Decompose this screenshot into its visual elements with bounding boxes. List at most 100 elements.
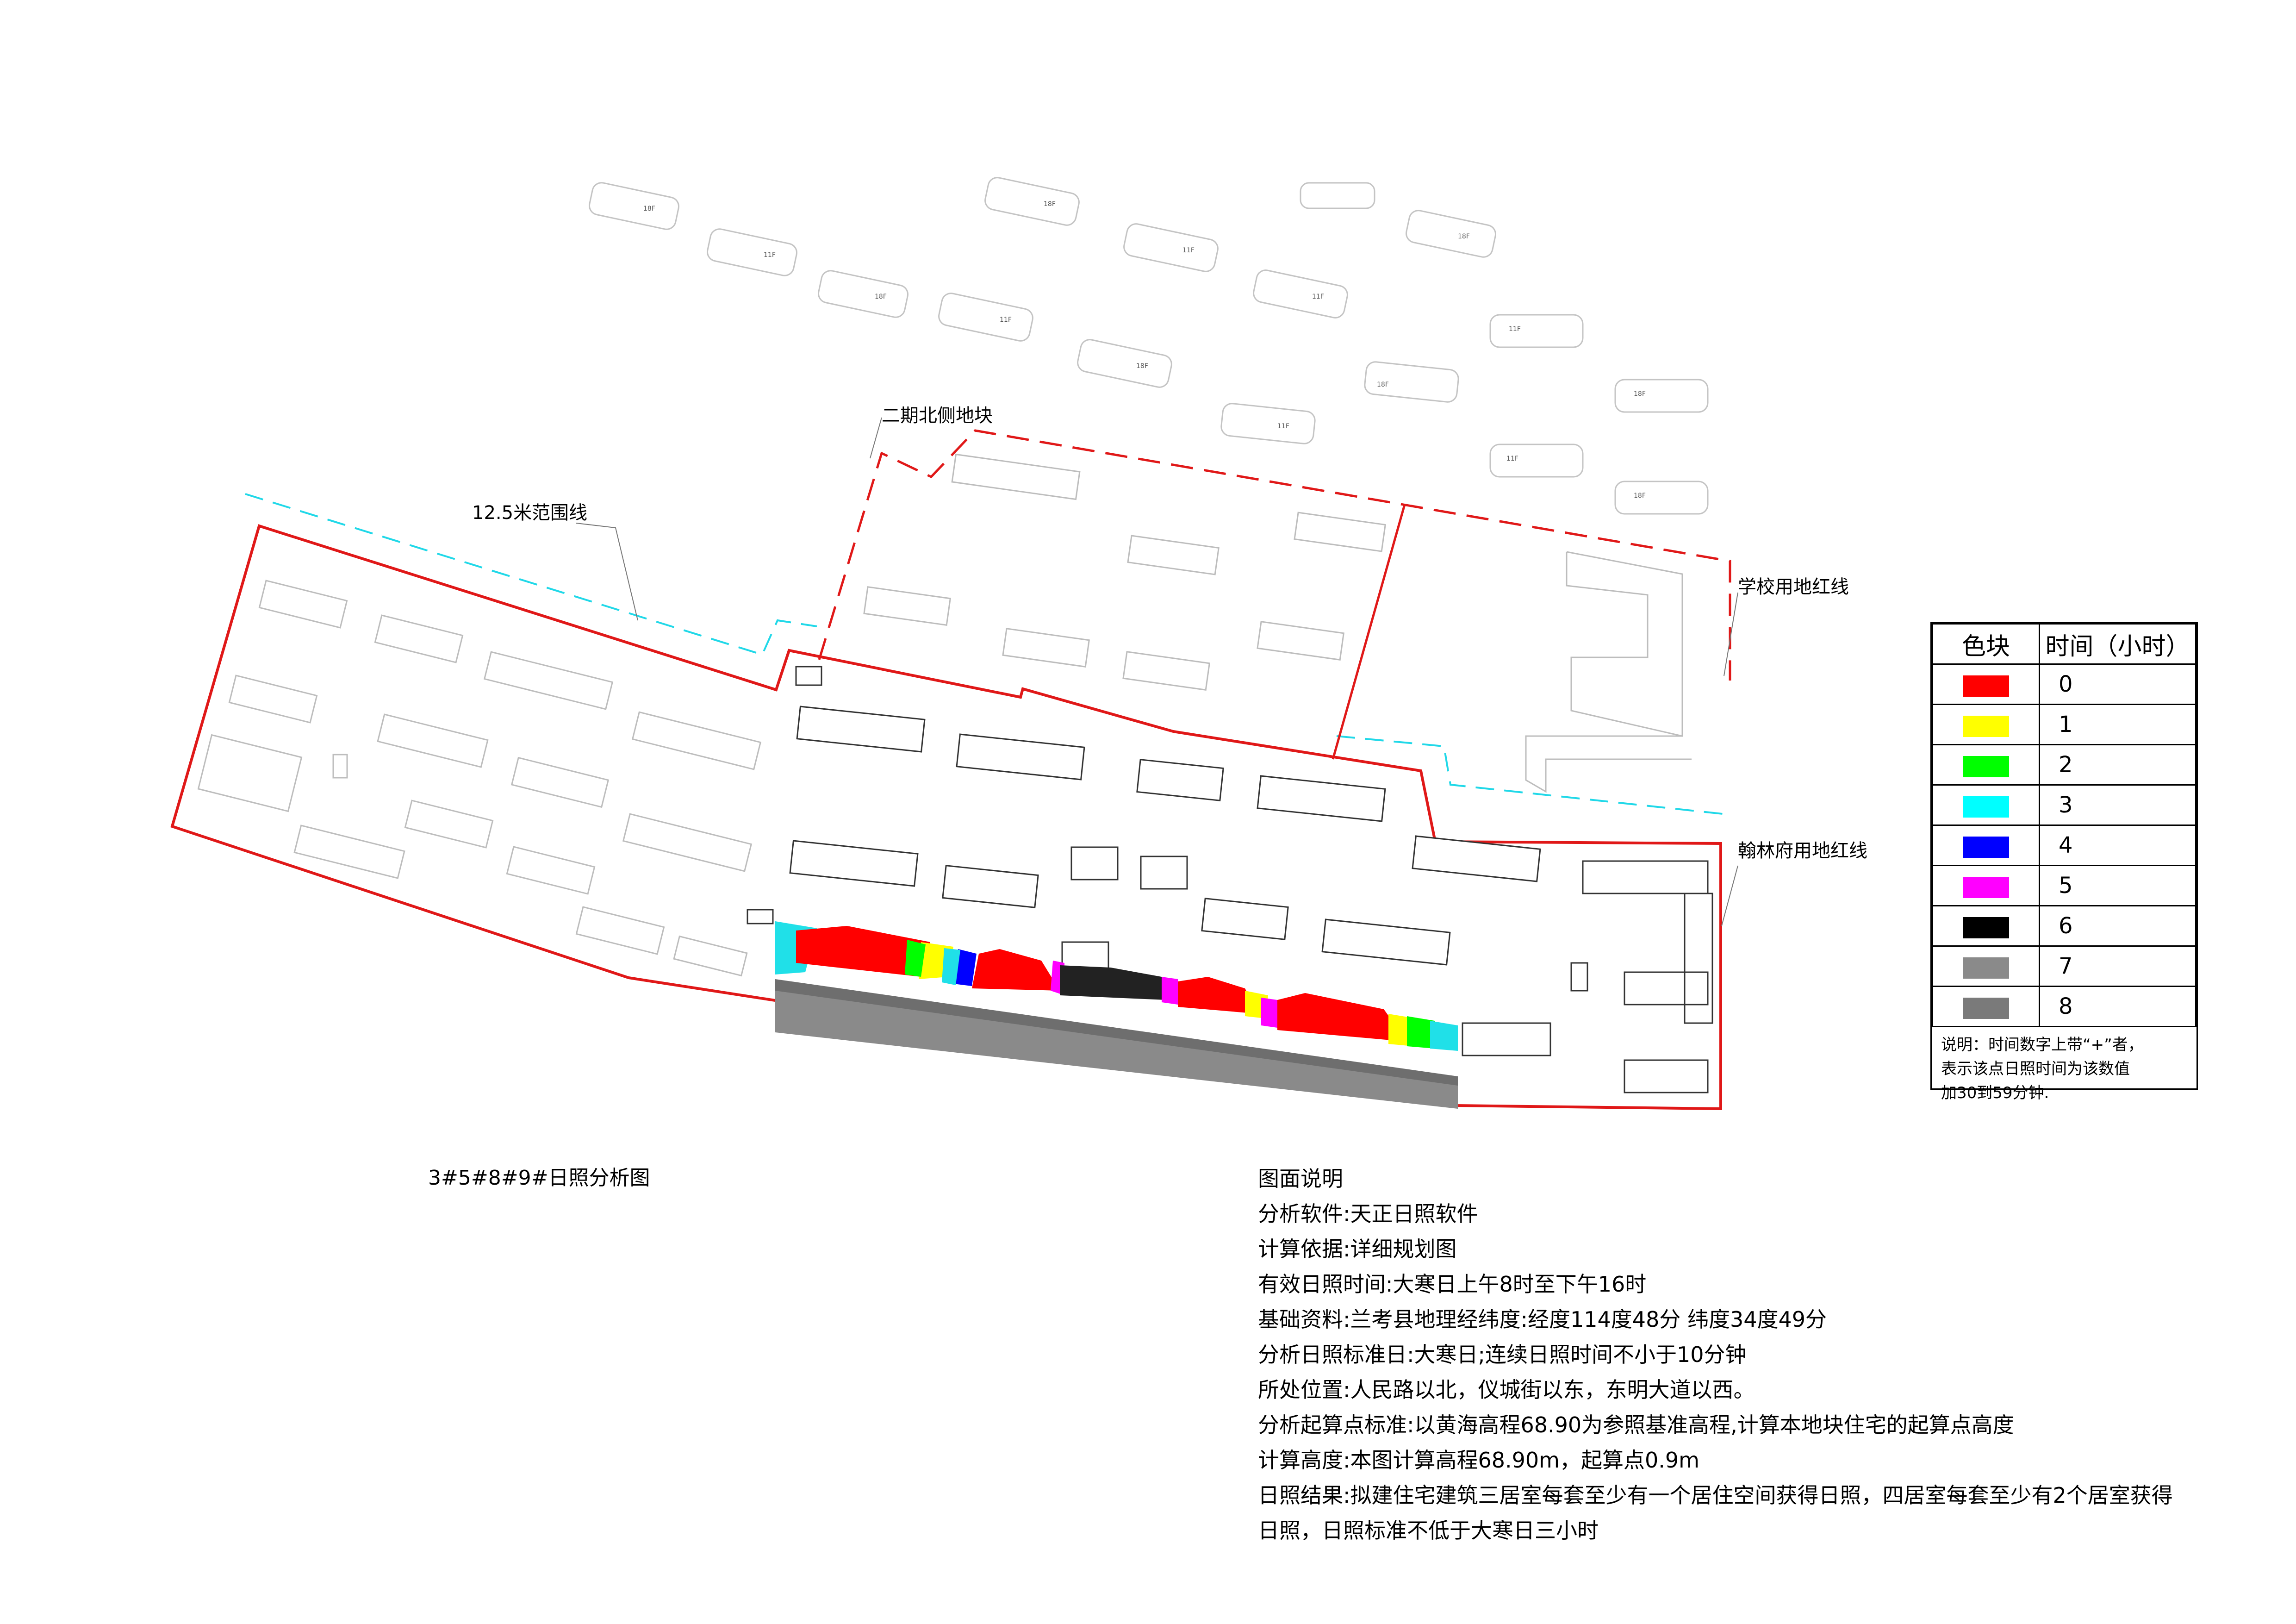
school-line-label: 学校用地红线 [1738, 576, 1849, 598]
legend-row: 2 [1932, 744, 2196, 786]
legend-header-color: 色块 [1932, 623, 2040, 665]
legend-row: 8 [1932, 986, 2196, 1027]
building-floor-tag: 11F [1509, 325, 1521, 333]
band-black-1 [1060, 965, 1166, 1000]
north-plot-boundary [818, 429, 1731, 681]
notes-line: 基础资料:兰考县地理经纬度:经度114度48分 纬度34度49分 [1258, 1307, 1827, 1332]
building-floor-tag: 11F [1182, 247, 1195, 254]
band-cyan-2 [942, 948, 960, 985]
legend-hours: 8 [2039, 986, 2196, 1027]
legend-swatch-cell [1932, 905, 2040, 947]
building-floor-tag: 11F [1506, 455, 1518, 462]
band-cyan-3 [1430, 1021, 1458, 1051]
building-floor-tag: 18F [1634, 492, 1646, 500]
notes-line: 计算依据:详细规划图 [1258, 1237, 1457, 1262]
legend-swatch-cell [1932, 784, 2040, 826]
leader-range-line [576, 523, 638, 621]
band-red-4 [1277, 993, 1407, 1042]
color-swatch [1963, 675, 2009, 697]
notes-heading: 图面说明 [1258, 1166, 1343, 1191]
legend-row: 1 [1932, 704, 2196, 745]
color-swatch [1963, 957, 2009, 979]
building-floor-tag: 18F [1044, 200, 1056, 208]
legend-note-line: 说明：时间数字上带“+”者， [1941, 1036, 2144, 1054]
color-swatch [1963, 796, 2009, 818]
legend-swatch-cell [1932, 945, 2040, 987]
notes-line: 分析日照标准日:大寒日;连续日照时间不小于10分钟 [1258, 1342, 1747, 1367]
school-building-outline [1525, 551, 1692, 793]
legend-hours: 7 [2039, 945, 2196, 987]
notes-line: 有效日照时间:大寒日上午8时至下午16时 [1258, 1272, 1647, 1297]
building-floor-tag: 11F [1312, 293, 1324, 300]
north-plot-buildings [863, 453, 1386, 691]
legend-note-line: 表示该点日照时间为该数值 [1941, 1060, 2130, 1078]
band-magenta-3 [1261, 998, 1277, 1028]
band-green-2 [1407, 1016, 1435, 1049]
legend-row: 3 [1932, 784, 2196, 826]
legend-hours: 2 [2039, 744, 2196, 786]
legend-hours: 4 [2039, 824, 2196, 866]
building-floor-tag: 18F [643, 205, 655, 212]
hanlin-line-label: 翰林府用地红线 [1738, 840, 1867, 862]
building-floor-tag: 18F [1458, 233, 1470, 240]
shadow-area-hatch [775, 979, 1458, 1086]
notes-line: 分析起算点标准:以黄海高程68.90为参照基准高程,计算本地块住宅的起算点高度 [1258, 1412, 2014, 1437]
legend-note: 说明：时间数字上带“+”者， 表示该点日照时间为该数值 加30到59分钟. [1932, 1027, 2196, 1105]
band-magenta-2 [1162, 977, 1178, 1005]
legend-header-time: 时间（小时） [2039, 623, 2196, 665]
legend-hours: 1 [2039, 704, 2196, 745]
notes-line: 日照结果:拟建住宅建筑三居室每套至少有一个居住空间获得日照，四居室每套至少有2个… [1258, 1483, 2173, 1508]
band-red-3 [1178, 977, 1259, 1014]
color-swatch [1963, 917, 2009, 938]
drawing-notes: 图面说明 分析软件:天正日照软件 计算依据:详细规划图 有效日照时间:大寒日上午… [1258, 1161, 2173, 1548]
legend-hours: 0 [2039, 663, 2196, 705]
range-line-12-5m [245, 493, 817, 656]
existing-buildings-north [589, 177, 1709, 515]
building-floor-tag: 18F [1377, 381, 1389, 388]
legend-row: 4 [1932, 824, 2196, 866]
sunlight-analysis-band [775, 921, 1458, 1109]
leader-north-plot [870, 417, 882, 459]
north-plot-divider [1332, 504, 1406, 760]
legend-row: 7 [1932, 945, 2196, 987]
legend-swatch-cell [1932, 663, 2040, 705]
legend-swatch-cell [1932, 986, 2040, 1027]
band-red-1 [796, 926, 930, 977]
north-plot-label: 二期北侧地块 [882, 405, 993, 426]
legend-hours: 5 [2039, 865, 2196, 906]
site-red-line [170, 524, 1722, 1111]
legend-hours: 6 [2039, 905, 2196, 947]
legend-hours: 3 [2039, 784, 2196, 826]
legend-swatch-cell [1932, 744, 2040, 786]
legend-row: 5 [1932, 865, 2196, 906]
building-floor-tag: 11F [1000, 316, 1012, 324]
legend-swatch-cell [1932, 865, 2040, 906]
drawing-title: 3#5#8#9#日照分析图 [428, 1166, 650, 1190]
legend-note-line: 加30到59分钟. [1941, 1084, 2049, 1102]
color-swatch [1963, 876, 2009, 898]
legend-swatch-cell [1932, 824, 2040, 866]
legend-swatch-cell [1932, 704, 2040, 745]
notes-line: 所处位置:人民路以北，仪城街以东，东明大道以西。 [1258, 1377, 1755, 1402]
notes-line: 分析软件:天正日照软件 [1258, 1201, 1478, 1226]
color-swatch [1963, 997, 2009, 1019]
range-line-12-5m-east [1336, 735, 1723, 815]
range-line-label: 12.5米范围线 [472, 502, 588, 524]
band-red-2 [972, 949, 1060, 991]
existing-buildings-west [197, 580, 762, 977]
building-floor-tag: 18F [875, 293, 887, 300]
building-floor-tag: 18F [1136, 362, 1148, 370]
color-swatch [1963, 756, 2009, 777]
color-swatch [1963, 715, 2009, 737]
building-floor-tag: 11F [764, 251, 776, 259]
building-floor-tag: 11F [1277, 423, 1289, 430]
legend-row: 6 [1932, 905, 2196, 947]
leader-school [1724, 592, 1738, 676]
leader-hanlin [1721, 865, 1738, 926]
legend-row: 0 [1932, 663, 2196, 705]
building-floor-tag: 18F [1634, 390, 1646, 398]
shadow-area-8h [775, 984, 1458, 1109]
